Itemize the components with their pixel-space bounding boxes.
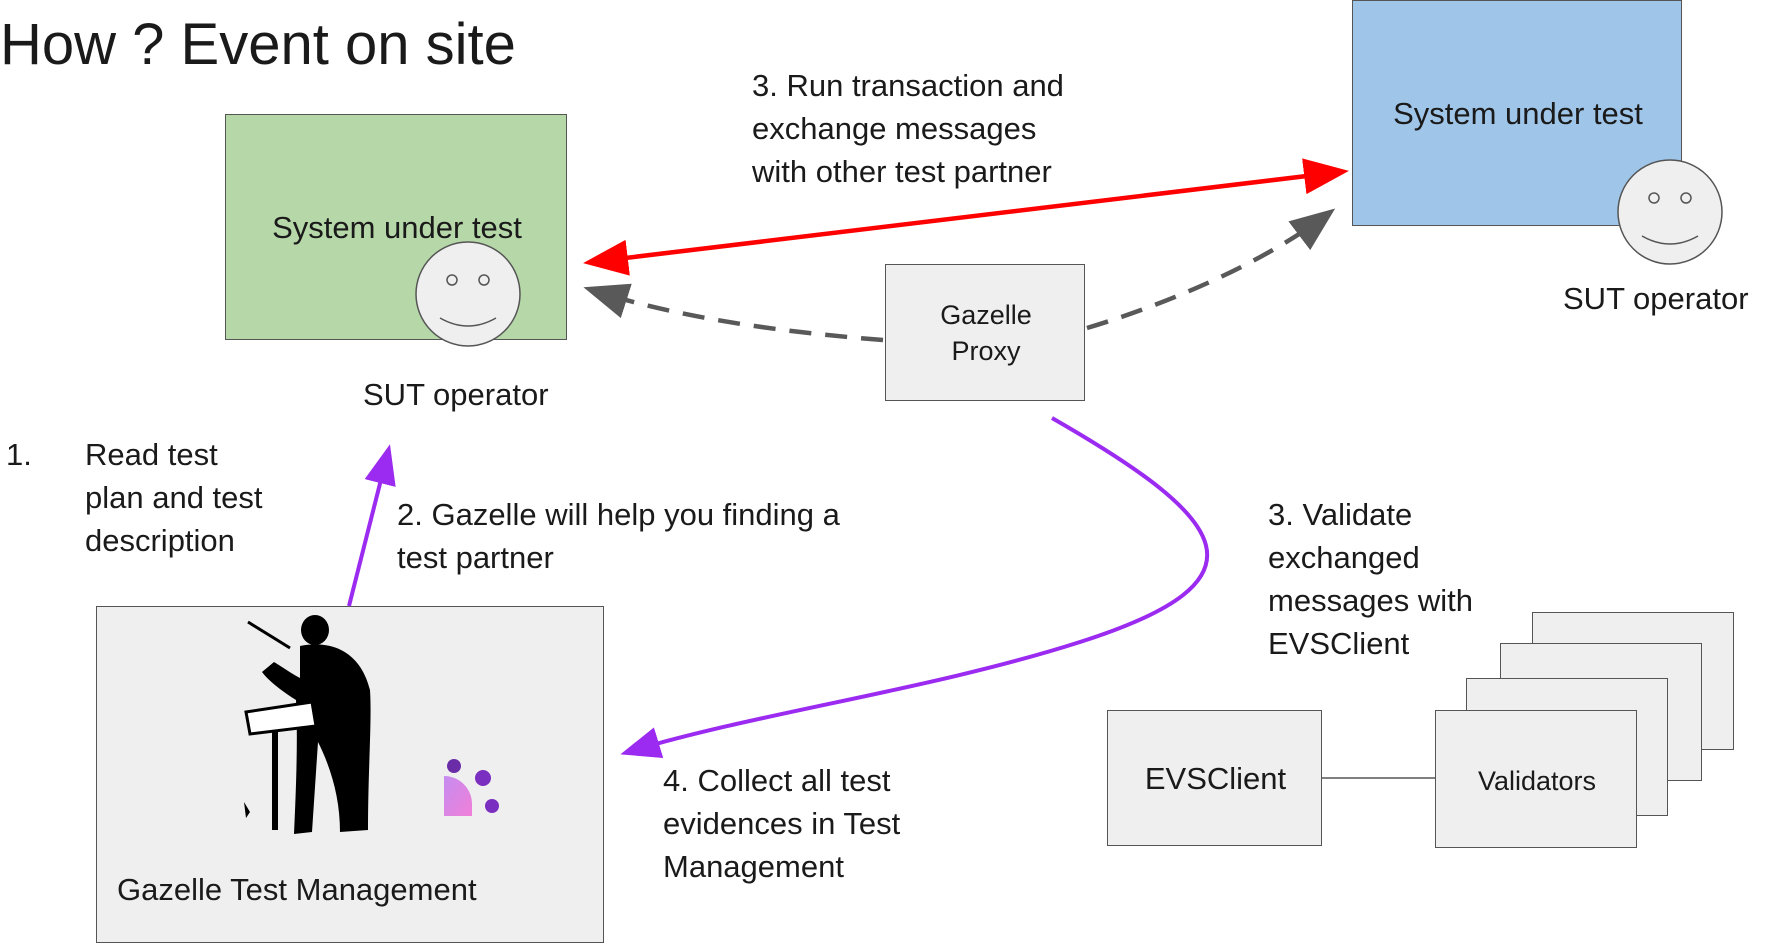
step3-validate-line1: 3. Validate	[1268, 497, 1413, 532]
step3-run-line1: 3. Run transaction and	[752, 68, 1064, 103]
step1-number: 1.	[6, 437, 32, 472]
step3-run-line2: exchange messages	[752, 111, 1037, 146]
step3-validate-line3: messages with	[1268, 583, 1474, 618]
evsclient-box: EVSClient	[1107, 710, 1322, 846]
page-title: How ? Event on site	[0, 12, 516, 77]
validators-box: Validators	[1435, 710, 1637, 848]
smiley-face-icon	[415, 241, 521, 347]
proxy-label-line2: Proxy	[951, 336, 1021, 366]
step3-validate-line4: EVSClient	[1268, 626, 1410, 661]
gazelle-logo-icon	[444, 759, 499, 816]
proxy-to-left-dashed-arrow	[583, 283, 884, 343]
step2-line1: 2. Gazelle will help you finding a	[397, 497, 840, 532]
proxy-to-tm-curve-arrow	[620, 416, 1210, 759]
sut-left-operator-label: SUT operator	[363, 377, 549, 412]
step4-line2: evidences in Test	[663, 806, 901, 841]
tm-to-operator-arrow	[347, 444, 396, 607]
step4-line1: 4. Collect all test	[663, 763, 891, 798]
step1-line3: description	[85, 523, 235, 558]
step4-line3: Management	[663, 849, 844, 884]
validators-label: Validators	[1477, 766, 1597, 796]
proxy-to-right-dashed-arrow	[1086, 208, 1336, 331]
step2-line2: test partner	[397, 540, 554, 575]
step1-line2: plan and test	[85, 480, 263, 515]
proxy-label-line1: Gazelle	[940, 300, 1032, 330]
sut-left-label: System under test	[272, 210, 522, 245]
evsclient-label: EVSClient	[1144, 761, 1287, 796]
smiley-face-icon	[1617, 159, 1723, 265]
sut-right-label: System under test	[1393, 96, 1643, 131]
red-exchange-arrow	[583, 158, 1349, 276]
conductor-icon	[244, 615, 371, 834]
step3-validate-line2: exchanged	[1268, 540, 1420, 575]
test-management-label: Gazelle Test Management	[117, 872, 477, 907]
step1-line1: Read test	[85, 437, 218, 472]
sut-right-operator-label: SUT operator	[1563, 281, 1749, 316]
step3-run-line3: with other test partner	[752, 154, 1052, 189]
gazelle-proxy-box: Gazelle Proxy	[885, 264, 1085, 401]
